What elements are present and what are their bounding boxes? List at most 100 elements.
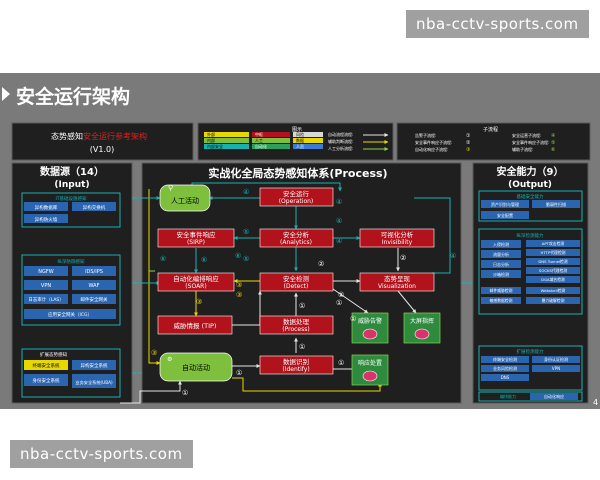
subflow-item: 安全运营子流程: <box>512 132 541 138</box>
output-item-box <box>481 365 529 372</box>
connector <box>397 290 417 314</box>
flow-numbers: ④ ④ ④ ④ ⑥ ⑤ ⑤ ⑥ ⑥ ④ ③ ③ ③ ③ ② ② ② ① ① ① … <box>151 188 456 397</box>
process-connectors <box>120 182 476 404</box>
tip-label: 威胁情报 (TIP) <box>174 321 217 330</box>
detect-abbr: (Detect) <box>284 283 309 290</box>
analytics-box <box>259 228 334 248</box>
input-item: 异构数据库 <box>35 204 58 211</box>
input-item-box <box>24 309 116 319</box>
output-item-box <box>526 287 580 294</box>
flow-num: ④ <box>243 188 249 196</box>
threat-alert-label: 威胁告警 <box>358 317 382 325</box>
flow-num: ⑤ <box>243 255 249 263</box>
connector <box>120 380 182 404</box>
legend-item: 自动化 <box>255 143 267 149</box>
output-item-box <box>526 249 580 256</box>
screen-button-icon <box>414 328 430 340</box>
flow-num: ① <box>336 299 342 307</box>
watermark-top: nba-cctv-sports.com <box>406 10 589 38</box>
output-item-box <box>481 297 521 304</box>
output-subtitle: (Output) <box>508 180 552 190</box>
flow-num: ① <box>299 302 305 310</box>
subflow-num: ④ <box>551 133 556 139</box>
output-item-box <box>532 356 580 363</box>
output-item: 终端安全检测 <box>493 356 517 362</box>
flow-num: ③ <box>196 298 202 306</box>
legend-flow-label: 自动流程流程: <box>328 131 353 137</box>
page-number: 4 <box>593 398 598 407</box>
output-group-title: 纵深检测能力 <box>517 232 544 239</box>
input-item: 异构防火墙 <box>35 216 58 223</box>
flow-num: ④ <box>336 217 342 225</box>
visibility-label: 可视化分析 <box>381 230 414 239</box>
output-item-box <box>481 374 529 381</box>
legend-item: 人员 <box>296 143 304 149</box>
visibility-abbr: Invisibility <box>382 239 413 246</box>
input-item-box <box>72 374 116 388</box>
output-item: 沙箱检测 <box>493 271 509 277</box>
sirp-label: 安全事件响应 <box>177 230 217 239</box>
output-group-title: 扩展检测能力 <box>517 348 544 355</box>
flow-num: ④ <box>450 252 456 260</box>
response-button-icon <box>362 370 378 382</box>
legend-swatch-auto <box>252 144 290 149</box>
architecture-diagram: 安全运行架构 态势感知安全运行参考架构 (V1.0) 图示 外部 内部 内部安全… <box>2 85 598 407</box>
output-item-box <box>481 356 529 363</box>
flow-num: ③ <box>236 281 242 289</box>
input-item: 邮件安全网关 <box>81 296 108 303</box>
output-item-box <box>481 270 521 278</box>
output-item: 脆弱性扫描 <box>546 201 566 207</box>
legend-swatch-security <box>204 144 249 149</box>
big-screen-label: 大屏指挥 <box>410 317 434 325</box>
flow-num: ⑥ <box>235 252 241 260</box>
legend-swatch-manual <box>252 138 290 143</box>
output-item: HTTP代理检测 <box>541 250 566 255</box>
input-title: 数据源（14） <box>40 165 104 178</box>
legend-title: 图示 <box>292 127 302 133</box>
sirp-abbr: (SIRP) <box>187 239 205 246</box>
output-item: APT攻击检测 <box>542 241 565 246</box>
output-item: DNS Tunnel检测 <box>538 259 568 264</box>
operation-abbr: (Operation) <box>279 198 314 205</box>
flow-num: ③ <box>236 291 242 299</box>
soar-box <box>157 272 235 292</box>
output-group-title: 基础安全能力 <box>517 193 544 200</box>
reference-title-black: 态势感知 <box>51 131 83 141</box>
flow-num: ③ <box>151 349 157 357</box>
output-item-box <box>481 250 521 258</box>
legend-item: 外部 <box>207 131 215 137</box>
title-arrow-icon <box>2 87 10 101</box>
subflow-item: 告警子流程: <box>415 132 436 138</box>
legend-flow-label: 辅助判断流程: <box>328 138 353 144</box>
input-item: 异构交换机 <box>83 204 106 211</box>
input-item: 业务安全系统(UBA) <box>75 379 113 386</box>
input-item: 身份安全系统 <box>33 377 60 384</box>
connector <box>232 377 382 392</box>
input-item-box <box>24 374 68 386</box>
legend-swatch-risk <box>293 132 323 137</box>
subflow-num: ① <box>466 133 471 139</box>
input-item-box <box>24 202 68 211</box>
identify-box <box>259 355 334 375</box>
reference-title-panel <box>11 122 194 161</box>
input-group-title: 纵深防御感知 <box>58 258 85 265</box>
output-item: 资产识别与管理 <box>491 201 519 207</box>
response-label: 响应处置 <box>358 359 382 367</box>
flow-num: ⑥ <box>201 256 207 264</box>
output-item: VPN <box>552 366 560 371</box>
output-item: 身份认证检测 <box>544 356 568 362</box>
input-subtitle: (Input) <box>54 180 89 190</box>
operation-box <box>259 187 334 207</box>
input-item: WAF <box>89 283 100 289</box>
operation-label: 安全运行 <box>283 189 310 198</box>
legend-item: 内部 <box>207 137 215 143</box>
reference-title-red: 安全运行参考架构 <box>83 131 147 141</box>
flow-num: ⑤ <box>243 228 249 236</box>
slide-title: 安全运行架构 <box>16 85 130 108</box>
subflow-item: 自动化响应子流程: <box>415 146 448 152</box>
gear-icon: ⚙ <box>167 356 172 363</box>
connector <box>332 288 369 314</box>
input-item: NGFW <box>38 269 53 275</box>
manual-activity-label: 人工活动 <box>171 196 199 205</box>
input-item-box <box>72 202 116 211</box>
